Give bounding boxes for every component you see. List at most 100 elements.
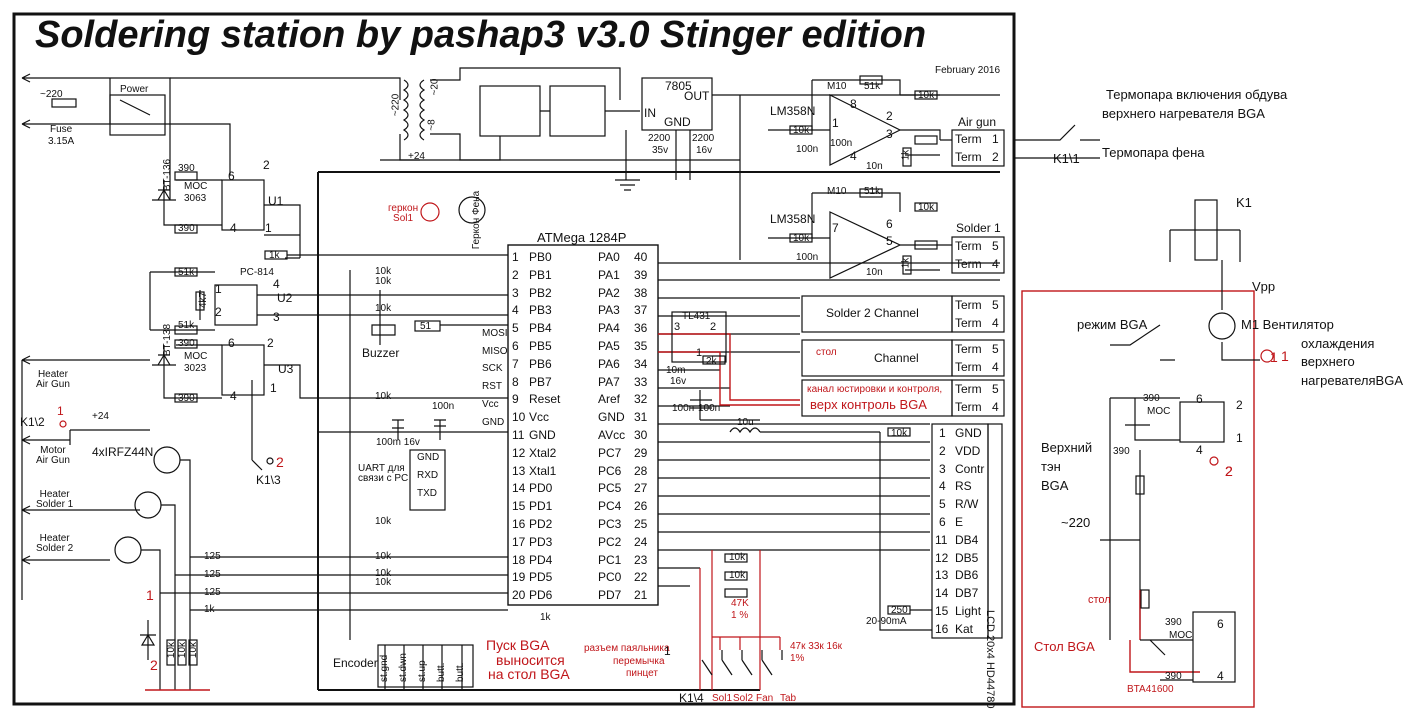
mcu-pin-num-right: 30 (634, 428, 648, 442)
mcu-pin-label-left: PB2 (529, 285, 552, 300)
tl-c1: 100n (672, 403, 695, 414)
moc-a-p4: 4 (1196, 443, 1203, 457)
lm-top-p8: 8 (850, 97, 857, 111)
r10k-lm2 (789, 233, 813, 243)
ac1-label: ~220 (390, 93, 402, 117)
mcu-pin-label-right: PC2 (598, 534, 622, 549)
mcu-pin-label-left: PB3 (529, 303, 552, 318)
r4k7 (195, 291, 205, 311)
r4k7-label: 4k7 (198, 291, 210, 309)
r1k-bottom: 1k (204, 604, 215, 615)
regulator-lines (615, 94, 1000, 191)
mcu-pin-num-right: 37 (634, 303, 648, 318)
fan-red-1: 1 (1281, 348, 1289, 364)
bga-start-3: на стол BGA (488, 666, 570, 682)
r47k (724, 588, 748, 598)
fan-label: M1 Вентилятор (1241, 317, 1334, 332)
frame (12, 12, 1016, 706)
bga-ch-red1: канал юстировки и контроля, (807, 384, 943, 395)
red-stol-line (1129, 590, 1200, 673)
solder2-t4: Term (955, 316, 982, 330)
mcu-pin-num-right: 26 (634, 499, 648, 514)
tweezers-one: 1 (664, 644, 671, 658)
mcu-pin-label-right: PC1 (598, 552, 622, 567)
u2-p1: 1 (215, 282, 222, 296)
lm-top-p2: 2 (886, 109, 893, 123)
solder2-t5: Term (955, 298, 982, 312)
r390-right-c: 390 (1165, 617, 1182, 628)
lm-top-r51k: 51k (864, 81, 881, 92)
r390-a: 390 (178, 163, 195, 174)
lcd-current: 20-90mA (866, 616, 907, 627)
pc-r47k-pct: 1 % (731, 610, 749, 621)
mcu-pin-label-right: PA1 (598, 267, 620, 282)
lcd-wiring (879, 432, 932, 631)
vcc-caps (318, 419, 508, 440)
lcd-pin-label: DB5 (955, 550, 979, 565)
lm-bot-c10n: 10n (866, 267, 883, 278)
mcu-pin-label-right: PC6 (598, 463, 622, 478)
lm-top-m10: M10 (827, 81, 847, 92)
enc-p1: st.gnd (379, 654, 390, 682)
lm-top-name: LM358N (770, 104, 816, 118)
r2k (702, 355, 726, 365)
sw-tab: Tab (780, 693, 797, 704)
cap100m-label: 100m 16v (376, 437, 420, 448)
mcu-body (507, 244, 659, 606)
sw-fan: Fan (756, 693, 774, 704)
bga-box (1021, 290, 1255, 708)
mcu-pin-label-right: PA3 (598, 303, 620, 318)
mcu-pin-num-right: 40 (634, 250, 648, 264)
r1k-lm1 (902, 147, 912, 167)
tweezers-2: перемычка (613, 656, 665, 667)
mcu-pin-num-right: 38 (634, 285, 648, 300)
stol-red: стол (816, 347, 837, 358)
r51k-b (174, 325, 198, 335)
transformer (402, 79, 426, 141)
isp-miso: MISO (482, 346, 508, 357)
mcu-pin-label-left: PB4 (529, 321, 552, 336)
top-heater-1: Верхний (1041, 440, 1093, 455)
pull-d: 10k (375, 391, 392, 402)
r10k-bank-b: 10k (177, 641, 189, 659)
r10k-bank-a: 10k (166, 641, 178, 659)
moc-b-label: MOC (1169, 630, 1193, 641)
moc-top-num: 3063 (184, 193, 207, 204)
r10k-bank-c: 10k (188, 641, 200, 659)
bga-t4n: 4 (992, 400, 999, 414)
r390-right-a: 390 (1143, 393, 1160, 404)
mcu-pin-label-right: PA7 (598, 374, 620, 389)
lcd-pin-label: DB4 (955, 532, 979, 547)
stol-t5n: 5 (992, 342, 999, 356)
r10k-lm1b (914, 90, 938, 100)
rectifier-lines (430, 67, 640, 161)
mcu-pin-num-left: 1 (512, 250, 519, 264)
k1-wiring (1169, 229, 1260, 361)
mosfet-label: 4xIRFZ44N (92, 445, 154, 459)
moc-top: MOC (184, 181, 208, 192)
red-one-c: 1 (1270, 349, 1278, 365)
lm-bot-m10: M10 (827, 186, 847, 197)
r51k-a (174, 267, 198, 277)
fuse-value: 3.15A (48, 136, 75, 147)
lm-top-p1: 1 (832, 116, 839, 130)
pull-f: 10k (375, 551, 392, 562)
mcu-pin-num-right: 27 (634, 481, 648, 496)
page-title: Soldering station by pashap3 v3.0 Stinge… (35, 14, 927, 56)
r51-label: 51 (420, 321, 432, 332)
lm-bot-r1k: 1k (900, 257, 912, 269)
mcu-pin-num-left: 8 (512, 374, 519, 389)
mcu-pin-num-left: 18 (512, 552, 526, 567)
diode-bottom (140, 620, 156, 660)
r390-d: 390 (178, 393, 195, 404)
term-s1-4n: 4 (992, 257, 999, 271)
pc814-label: PC-814 (240, 267, 274, 278)
r51k-a-label: 51k (178, 267, 195, 278)
mcu-pin-num-left: 19 (512, 570, 526, 585)
switch-red-lines (699, 550, 781, 690)
lcd-pin-label: E (955, 515, 964, 529)
solder2-label: Solder 2 Channel (826, 306, 919, 320)
mcu-pin-num-left: 4 (512, 303, 519, 318)
r10k-a (166, 639, 176, 666)
